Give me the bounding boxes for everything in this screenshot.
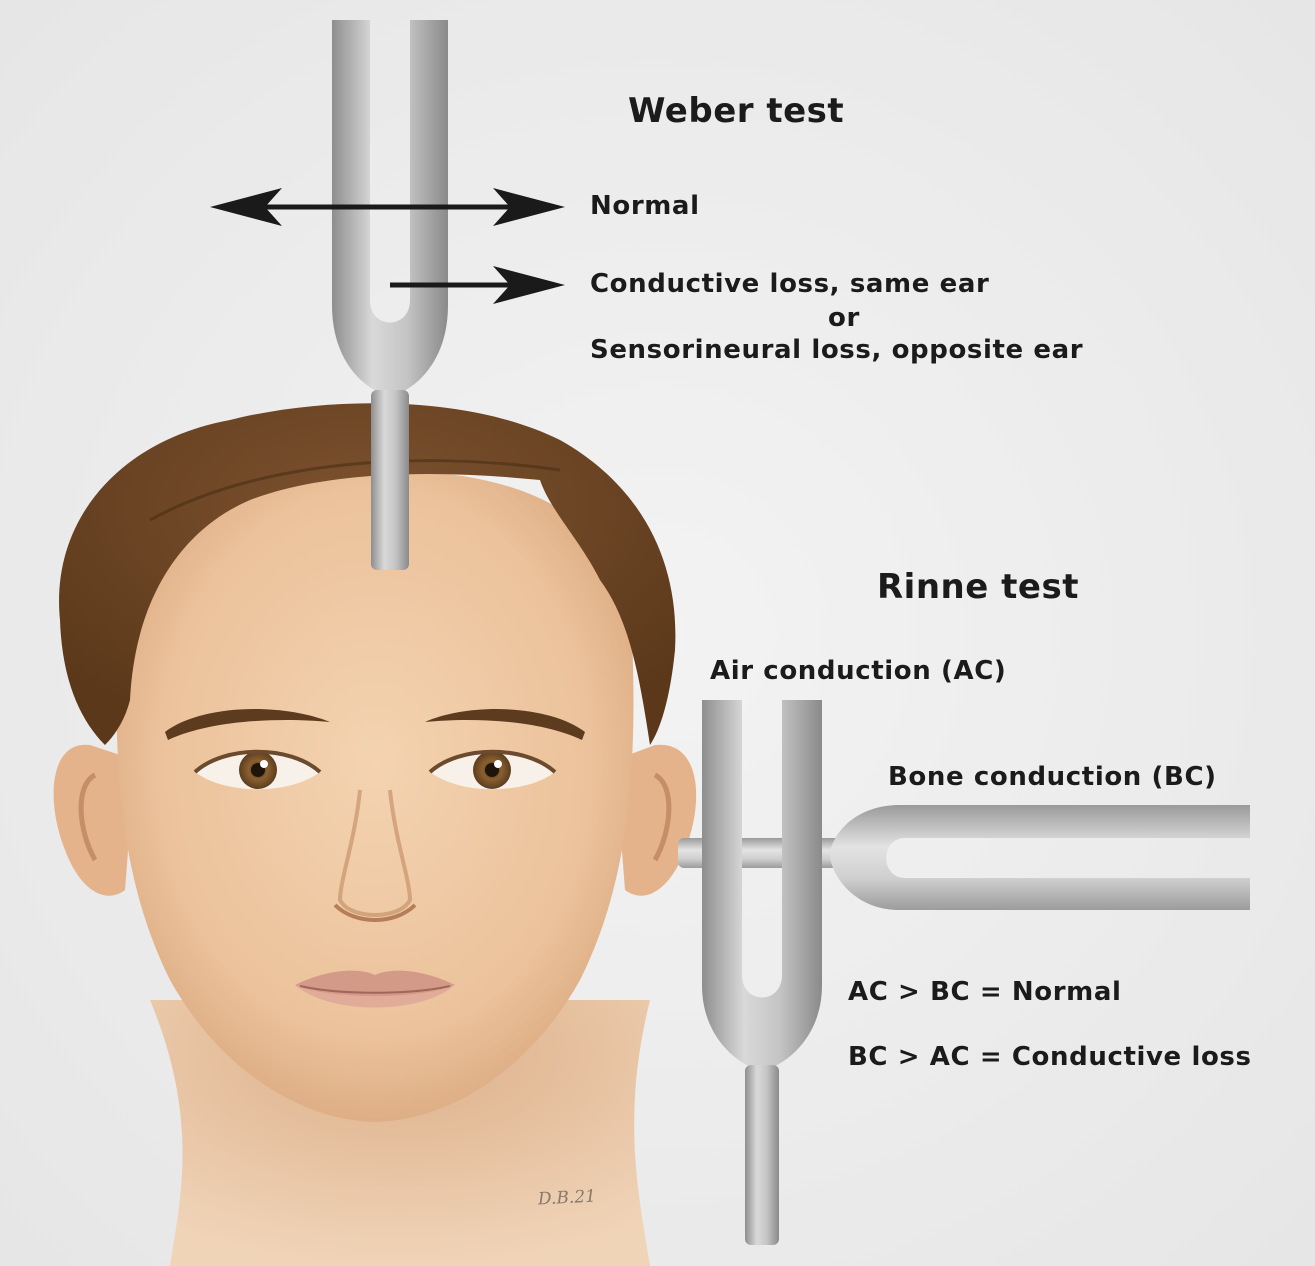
- weber-conductive-label: Conductive loss, same ear: [590, 271, 989, 297]
- weber-or-label: or: [828, 305, 860, 331]
- rinne-test-title: Rinne test: [877, 570, 1079, 604]
- rinne-result-conductive: BC > AC = Conductive loss: [848, 1044, 1252, 1070]
- weber-sensorineural-label: Sensorineural loss, opposite ear: [590, 337, 1083, 363]
- artist-signature: D.B.21: [538, 1186, 597, 1209]
- rinne-air-conduction-label: Air conduction (AC): [710, 658, 1006, 684]
- weber-test-title: Weber test: [628, 94, 844, 128]
- rinne-result-normal: AC > BC = Normal: [848, 979, 1121, 1005]
- weber-normal-label: Normal: [590, 193, 700, 219]
- rinne-bone-conduction-label: Bone conduction (BC): [888, 764, 1217, 790]
